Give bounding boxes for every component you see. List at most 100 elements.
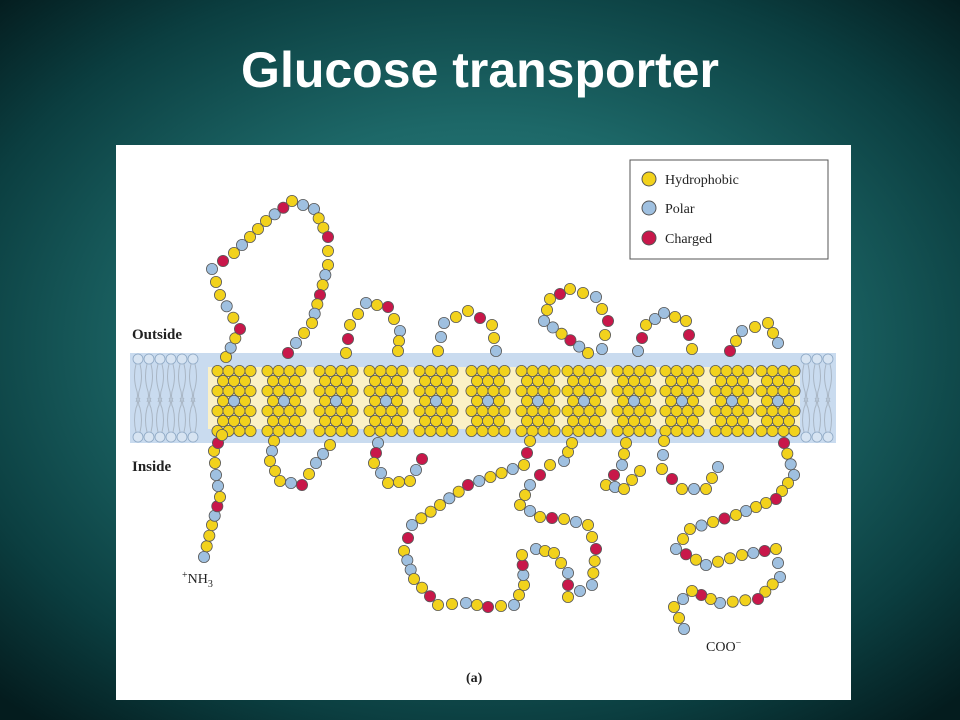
residue [424, 384, 437, 397]
residue [498, 364, 511, 377]
c-terminus-charge: − [736, 638, 742, 649]
residue [443, 492, 456, 505]
lipid-tail [145, 363, 149, 403]
residue [418, 374, 431, 387]
residue [670, 404, 683, 417]
residue [409, 463, 422, 476]
residue [385, 404, 398, 417]
residue [413, 404, 426, 417]
residue [429, 414, 442, 427]
residue [341, 332, 354, 345]
residue [778, 436, 791, 449]
residue [367, 456, 380, 469]
residue [233, 424, 246, 437]
residue [737, 414, 750, 427]
residue [277, 394, 290, 407]
residue [683, 328, 696, 341]
residue [446, 424, 459, 437]
residue [465, 384, 478, 397]
residue [283, 364, 296, 377]
residue [633, 384, 646, 397]
residue [709, 424, 722, 437]
residue [487, 331, 500, 344]
residue [445, 597, 458, 610]
slide-title: Glucose transporter [241, 42, 719, 98]
residue [737, 374, 750, 387]
residue [321, 245, 334, 258]
residue [484, 470, 497, 483]
residue [533, 510, 546, 523]
residue [766, 578, 779, 591]
residue [588, 414, 601, 427]
residue [392, 334, 405, 347]
residue [319, 269, 332, 282]
residue [573, 340, 586, 353]
residue [465, 364, 478, 377]
residue [523, 434, 536, 447]
residue [585, 578, 598, 591]
residue [715, 394, 728, 407]
residue [634, 464, 647, 477]
residue [783, 374, 796, 387]
lipid-tail [134, 397, 138, 433]
residue [476, 424, 489, 437]
residue [390, 374, 403, 387]
residue [465, 424, 478, 437]
residue [622, 424, 635, 437]
residue [594, 364, 607, 377]
residue [543, 292, 556, 305]
residue [680, 314, 693, 327]
residue [435, 384, 448, 397]
residue [517, 578, 530, 591]
residue [294, 384, 307, 397]
residue [212, 479, 225, 492]
residue [695, 519, 708, 532]
residue [440, 414, 453, 427]
lipid-bilayer-right [800, 353, 834, 443]
residue [531, 394, 544, 407]
residue [707, 515, 720, 528]
residue [277, 414, 290, 427]
residue [731, 424, 744, 437]
residue [340, 394, 353, 407]
lipid-tail [134, 363, 138, 403]
residue [385, 384, 398, 397]
residue [381, 476, 394, 489]
lipid-head [187, 353, 199, 365]
legend-label-polar: Polar [665, 202, 695, 217]
residue [546, 321, 559, 334]
residue [228, 374, 241, 387]
residue [686, 342, 699, 355]
residue [581, 518, 594, 531]
residue [273, 474, 286, 487]
residue [434, 330, 447, 343]
residue [206, 263, 219, 276]
residue [523, 478, 536, 491]
residue [268, 464, 281, 477]
residue [561, 384, 574, 397]
residue [346, 384, 359, 397]
residue [736, 548, 749, 561]
residue [285, 195, 298, 208]
residue [561, 404, 574, 417]
residue [537, 364, 550, 377]
residue [329, 394, 342, 407]
residue [244, 424, 257, 437]
residue [492, 374, 505, 387]
residue [244, 384, 257, 397]
residue [543, 458, 556, 471]
residue [761, 374, 774, 387]
residue [515, 548, 528, 561]
residue [639, 414, 652, 427]
residue [396, 364, 409, 377]
residue [379, 394, 392, 407]
residue [368, 414, 381, 427]
residue [656, 462, 669, 475]
residue [413, 384, 426, 397]
residue [476, 404, 489, 417]
residue [750, 500, 763, 513]
residue [211, 384, 224, 397]
residue [598, 328, 611, 341]
lipid-head [132, 431, 144, 443]
residue [489, 344, 502, 357]
